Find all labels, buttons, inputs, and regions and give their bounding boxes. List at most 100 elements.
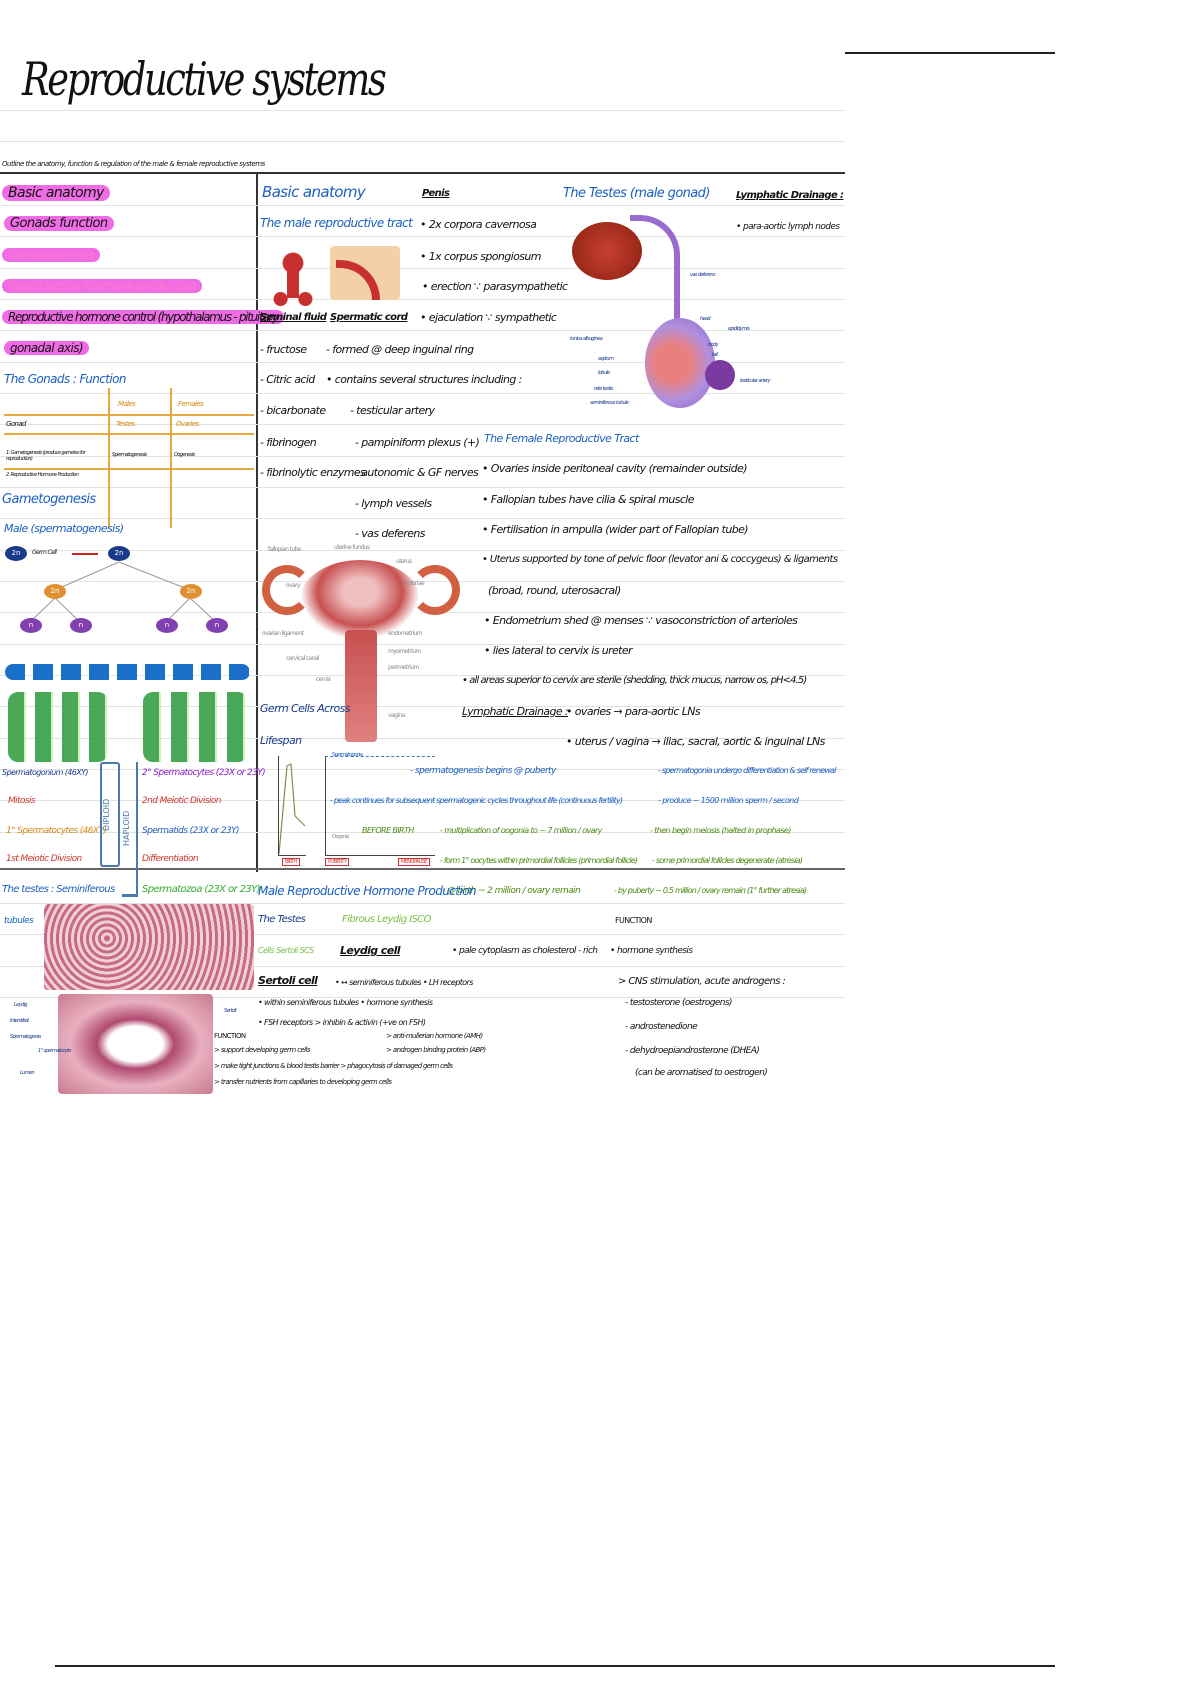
- female-point: • Ovaries inside peritoneal cavity (rema…: [482, 462, 747, 475]
- female-point: (broad, round, uterosacral): [488, 584, 621, 597]
- germ-cell: 2n: [108, 546, 130, 561]
- topic-gonadal-axis: gonadal axis): [4, 341, 89, 355]
- seminal-item: - bicarbonate: [260, 404, 326, 417]
- germ-heading: Germ Cells Across: [260, 702, 351, 715]
- cord-item: - testicular artery: [350, 404, 435, 417]
- bottom-line: [55, 1665, 1055, 1667]
- seminal-item: - fibrinolytic enzymes: [260, 466, 366, 479]
- function-item: - testosterone (oestrogens): [625, 998, 733, 1008]
- spermatocyte-cell: 2n: [44, 584, 66, 599]
- stage-mitosis: Mitosis: [8, 796, 36, 806]
- germ-male-note: - peak continues for subsequent spermato…: [330, 796, 623, 805]
- female-point: • lies lateral to cervix is ureter: [484, 644, 633, 657]
- histo-label: Lumen: [20, 1070, 35, 1076]
- function-item: > CNS stimulation, acute androgens :: [618, 976, 786, 987]
- cord-item: - pampiniform plexus (+): [355, 436, 480, 449]
- penis-heading: Penis: [422, 188, 450, 199]
- graph-label-birth: BIRTH: [282, 858, 300, 866]
- germ-female-note: - @ birth ~ 2 million / ovary remain: [442, 886, 581, 896]
- uterus-label: cervical canal: [286, 655, 320, 662]
- cord-item: - lymph vessels: [355, 497, 432, 510]
- stage-first-meiotic: 1st Meiotic Division: [6, 854, 82, 864]
- testes-label: tunica albuginea: [570, 336, 603, 342]
- stage-second-meiotic: 2nd Meiotic Division: [142, 796, 221, 806]
- seminal-item: - Citric acid: [260, 373, 315, 386]
- gonads-heading: The Gonads : Function: [4, 372, 126, 386]
- female-point: • Fallopian tubes have cilia & spiral mu…: [482, 493, 695, 506]
- graph-label-menopause: MENOPAUSE: [398, 858, 430, 866]
- function-item: • hormone synthesis: [610, 946, 693, 956]
- objective: Outline the anatomy, function & regulati…: [2, 160, 265, 168]
- oogonia-graph: [278, 756, 306, 856]
- col-males: Males: [118, 400, 136, 408]
- sertoli-function: > support developing germ cells: [214, 1046, 310, 1054]
- hormone-heading: Male Reproductive Hormone Production: [258, 884, 476, 898]
- seminal-item: - fibrinogen: [260, 436, 317, 449]
- penis-point: • erection ∵ parasympathetic: [422, 280, 568, 293]
- histo-label: 1° spermatocyte: [38, 1048, 71, 1054]
- male-tract-diagram: [262, 248, 324, 308]
- uterus-label: uterine fundus: [334, 544, 370, 551]
- uterus-label: uterus: [396, 558, 412, 565]
- histology-image-1: [44, 904, 254, 990]
- female-point: • Fertilisation in ampulla (wider part o…: [482, 523, 749, 536]
- testes-label: body: [708, 342, 719, 348]
- cell-oogenesis: Oogenesis: [174, 452, 195, 458]
- germ-before-birth: BEFORE BIRTH: [362, 826, 414, 835]
- stage-spermatozoa: Spermatozoa (23X or 23Y): [142, 884, 261, 895]
- spermatocyte-cell: 2n: [180, 584, 202, 599]
- cell-testes: Testes: [116, 420, 135, 428]
- histo-label: Sertoli: [224, 1008, 237, 1014]
- interstitial-label: Fibrous Leydig ISCO: [342, 914, 431, 925]
- cord-item: - autonomic & GF nerves: [355, 466, 479, 479]
- uterus-label: fimbriae: [404, 580, 425, 587]
- testes-label: septum: [598, 356, 614, 362]
- uterus-label: vagina: [388, 712, 405, 719]
- testes-label: lobule: [598, 370, 610, 376]
- testes-label: head: [700, 316, 711, 322]
- testes-heading: The Testes (male gonad): [563, 186, 710, 201]
- row-hormone: 2. Reproductive Hormone Production: [6, 472, 79, 478]
- uterus-label: endometrium: [388, 630, 423, 637]
- female-heading: The Female Reproductive Tract: [484, 432, 639, 445]
- germ-male-note: - spermatogenesis begins @ puberty: [410, 766, 556, 776]
- sertoli-function: FUNCTION: [214, 1032, 246, 1040]
- col-females: Females: [178, 400, 204, 408]
- function-item: - dehydroepiandrosterone (DHEA): [625, 1046, 760, 1056]
- spermatid-row: [5, 664, 250, 680]
- tubules-label: tubules: [4, 916, 34, 926]
- germ-right-note: - spermatogonia undergo differentiation …: [658, 766, 836, 775]
- secondary-cell: n: [20, 618, 42, 633]
- sertoli-item: • FSH receptors > inhibin & activin (+ve…: [258, 1018, 426, 1027]
- epididymis-diagram: [705, 360, 735, 390]
- penis-point: • 2x corpora cavernosa: [420, 218, 537, 231]
- uterus-label: ovary: [286, 582, 301, 589]
- uterus-label: fallopian tube: [268, 546, 302, 553]
- fallopian-left: [262, 565, 312, 615]
- testes-label: rete testis: [594, 386, 613, 392]
- penis-point: • ejaculation ∵ sympathetic: [420, 311, 557, 324]
- fallopian-right: [410, 565, 460, 615]
- female-point: • Endometrium shed @ menses ∵ vasoconstr…: [484, 614, 798, 627]
- header-rule: [0, 172, 845, 174]
- testes-label: epididymis: [728, 326, 750, 332]
- uterus-label: myometrium: [388, 648, 421, 655]
- graph-label-spermatogonia: Spermatogonia: [332, 752, 363, 758]
- cell-spermatogenesis: Spermatogenesis: [112, 452, 147, 458]
- testes-label: seminiferous tubule: [590, 400, 629, 406]
- topic-gonads-function: Gonads function: [4, 216, 114, 231]
- stage-spermatogonium: Spermatogonium (46XY): [2, 768, 89, 777]
- graph-label-puberty: PUBERTY: [325, 858, 350, 866]
- female-lymph: • ovaries → para-aortic LNs: [566, 705, 701, 718]
- female-point: • Uterus supported by tone of pelvic flo…: [482, 554, 838, 565]
- testes-label: testicular artery: [740, 378, 771, 384]
- female-lymph: • uterus / vagina → iliac, sacral, aorti…: [566, 735, 825, 748]
- seminal-fluid-heading: Seminal fluid: [260, 312, 327, 323]
- uterus-label: perimetrium: [388, 664, 419, 671]
- testes-lymph: • para-aortic lymph nodes: [736, 222, 840, 232]
- spermatic-cord-heading: Spermatic cord: [330, 312, 408, 323]
- germ-sub: Lifespan: [260, 734, 302, 747]
- secondary-cell: n: [156, 618, 178, 633]
- leydig-note: • pale cytoplasm as cholesterol - rich: [452, 946, 598, 956]
- testis-diagram: [645, 318, 715, 408]
